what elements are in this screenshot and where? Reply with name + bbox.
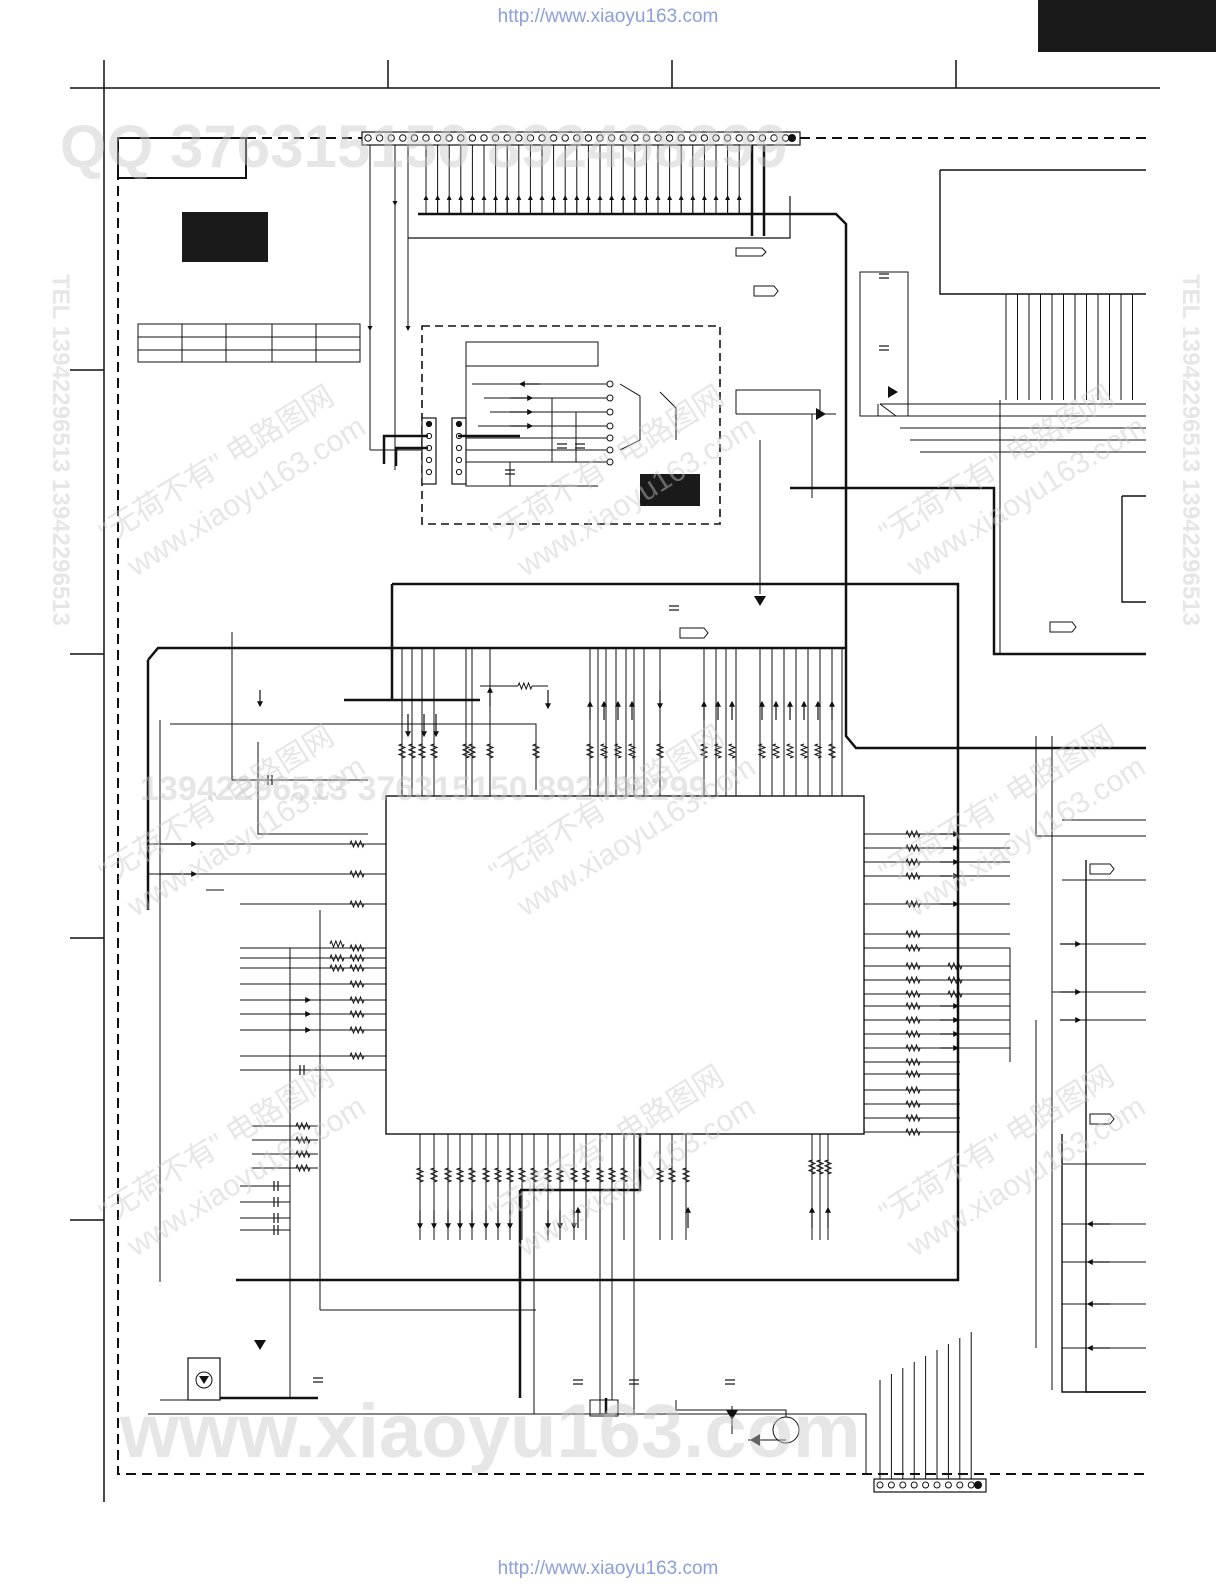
- connector-top-pins: [364, 134, 790, 142]
- label-block-top: [182, 212, 268, 262]
- diode-right-top: [816, 408, 826, 420]
- sheet-frame: [70, 60, 1160, 1502]
- signal-arrows: [160, 686, 1110, 1351]
- right-top-components: [735, 271, 909, 594]
- right-bus-lines: [880, 294, 1146, 1390]
- top-bus: [408, 145, 1146, 750]
- main-ic-bottom-lines: [419, 1134, 829, 1414]
- net-tags: [679, 247, 1115, 1125]
- diode-bottom-2: [750, 1434, 760, 1446]
- jack-module-outline: [421, 325, 721, 525]
- title-box: [117, 137, 247, 179]
- jack-module-wiring: [465, 341, 677, 487]
- diode-bottom-1: [726, 1410, 738, 1420]
- diode-left-bottom: [254, 1340, 266, 1350]
- diode-zener-right: [888, 386, 898, 398]
- jack-module-arrows: [510, 381, 540, 429]
- capacitors: [267, 273, 889, 1385]
- main-ic-top-lines: [401, 648, 843, 796]
- legend-table: [137, 323, 361, 363]
- connector-bottom-lines: [879, 1332, 972, 1479]
- main-ic-right-lines: [864, 833, 1011, 1133]
- connector-top-signal-lines: [367, 145, 742, 470]
- left-components: [148, 632, 867, 1474]
- page-corner-tab: [1038, 0, 1216, 52]
- connector-bottom-pins: [876, 1481, 975, 1489]
- resistors: [295, 681, 963, 1183]
- bottom-components: [589, 1399, 800, 1444]
- source-url-top[interactable]: http://www.xiaoyu163.com: [497, 6, 719, 27]
- main-ic: [385, 795, 865, 1135]
- jack-module-pins: [606, 380, 614, 466]
- diode-vertical: [754, 596, 766, 606]
- jack-module-label-block: [640, 474, 700, 506]
- right-blocks: [939, 169, 1146, 1393]
- module-link-lines: [382, 434, 520, 466]
- power-rails: [146, 486, 1146, 1414]
- source-url-bottom[interactable]: http://www.xiaoyu163.com: [497, 1558, 719, 1579]
- module-connector-pins: [425, 420, 463, 476]
